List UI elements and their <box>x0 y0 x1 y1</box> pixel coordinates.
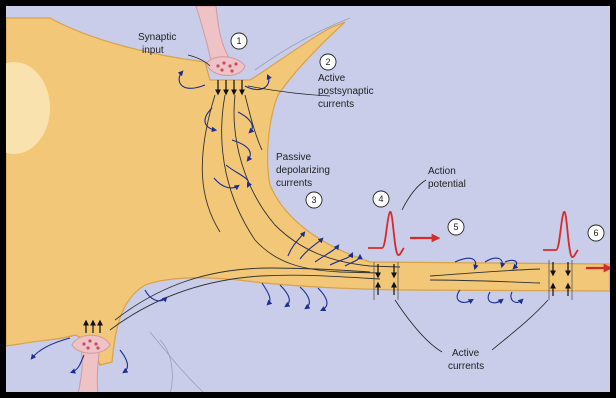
step-2: 2 <box>325 57 330 67</box>
label-synaptic-input-line2: input <box>142 45 164 56</box>
label-active-postsynaptic-line2: postsynaptic <box>318 86 374 97</box>
step-3: 3 <box>311 195 316 205</box>
label-active-currents-line2: currents <box>448 361 484 372</box>
label-synaptic-input-line1: Synaptic <box>138 32 176 43</box>
step-1: 1 <box>236 36 241 46</box>
label-action-potential-line2: potential <box>428 179 466 190</box>
label-active-postsynaptic-line1: Active <box>318 73 346 84</box>
step-4: 4 <box>378 194 383 204</box>
label-active-currents-line1: Active <box>452 348 480 359</box>
label-action-potential-line1: Action <box>428 166 456 177</box>
label-passive-line1: Passive <box>276 152 311 163</box>
label-active-postsynaptic-line3: currents <box>318 99 354 110</box>
label-passive-line2: depolarizing <box>276 165 330 176</box>
step-6: 6 <box>593 228 598 238</box>
step-5: 5 <box>453 222 458 232</box>
label-passive-line3: currents <box>276 178 312 189</box>
